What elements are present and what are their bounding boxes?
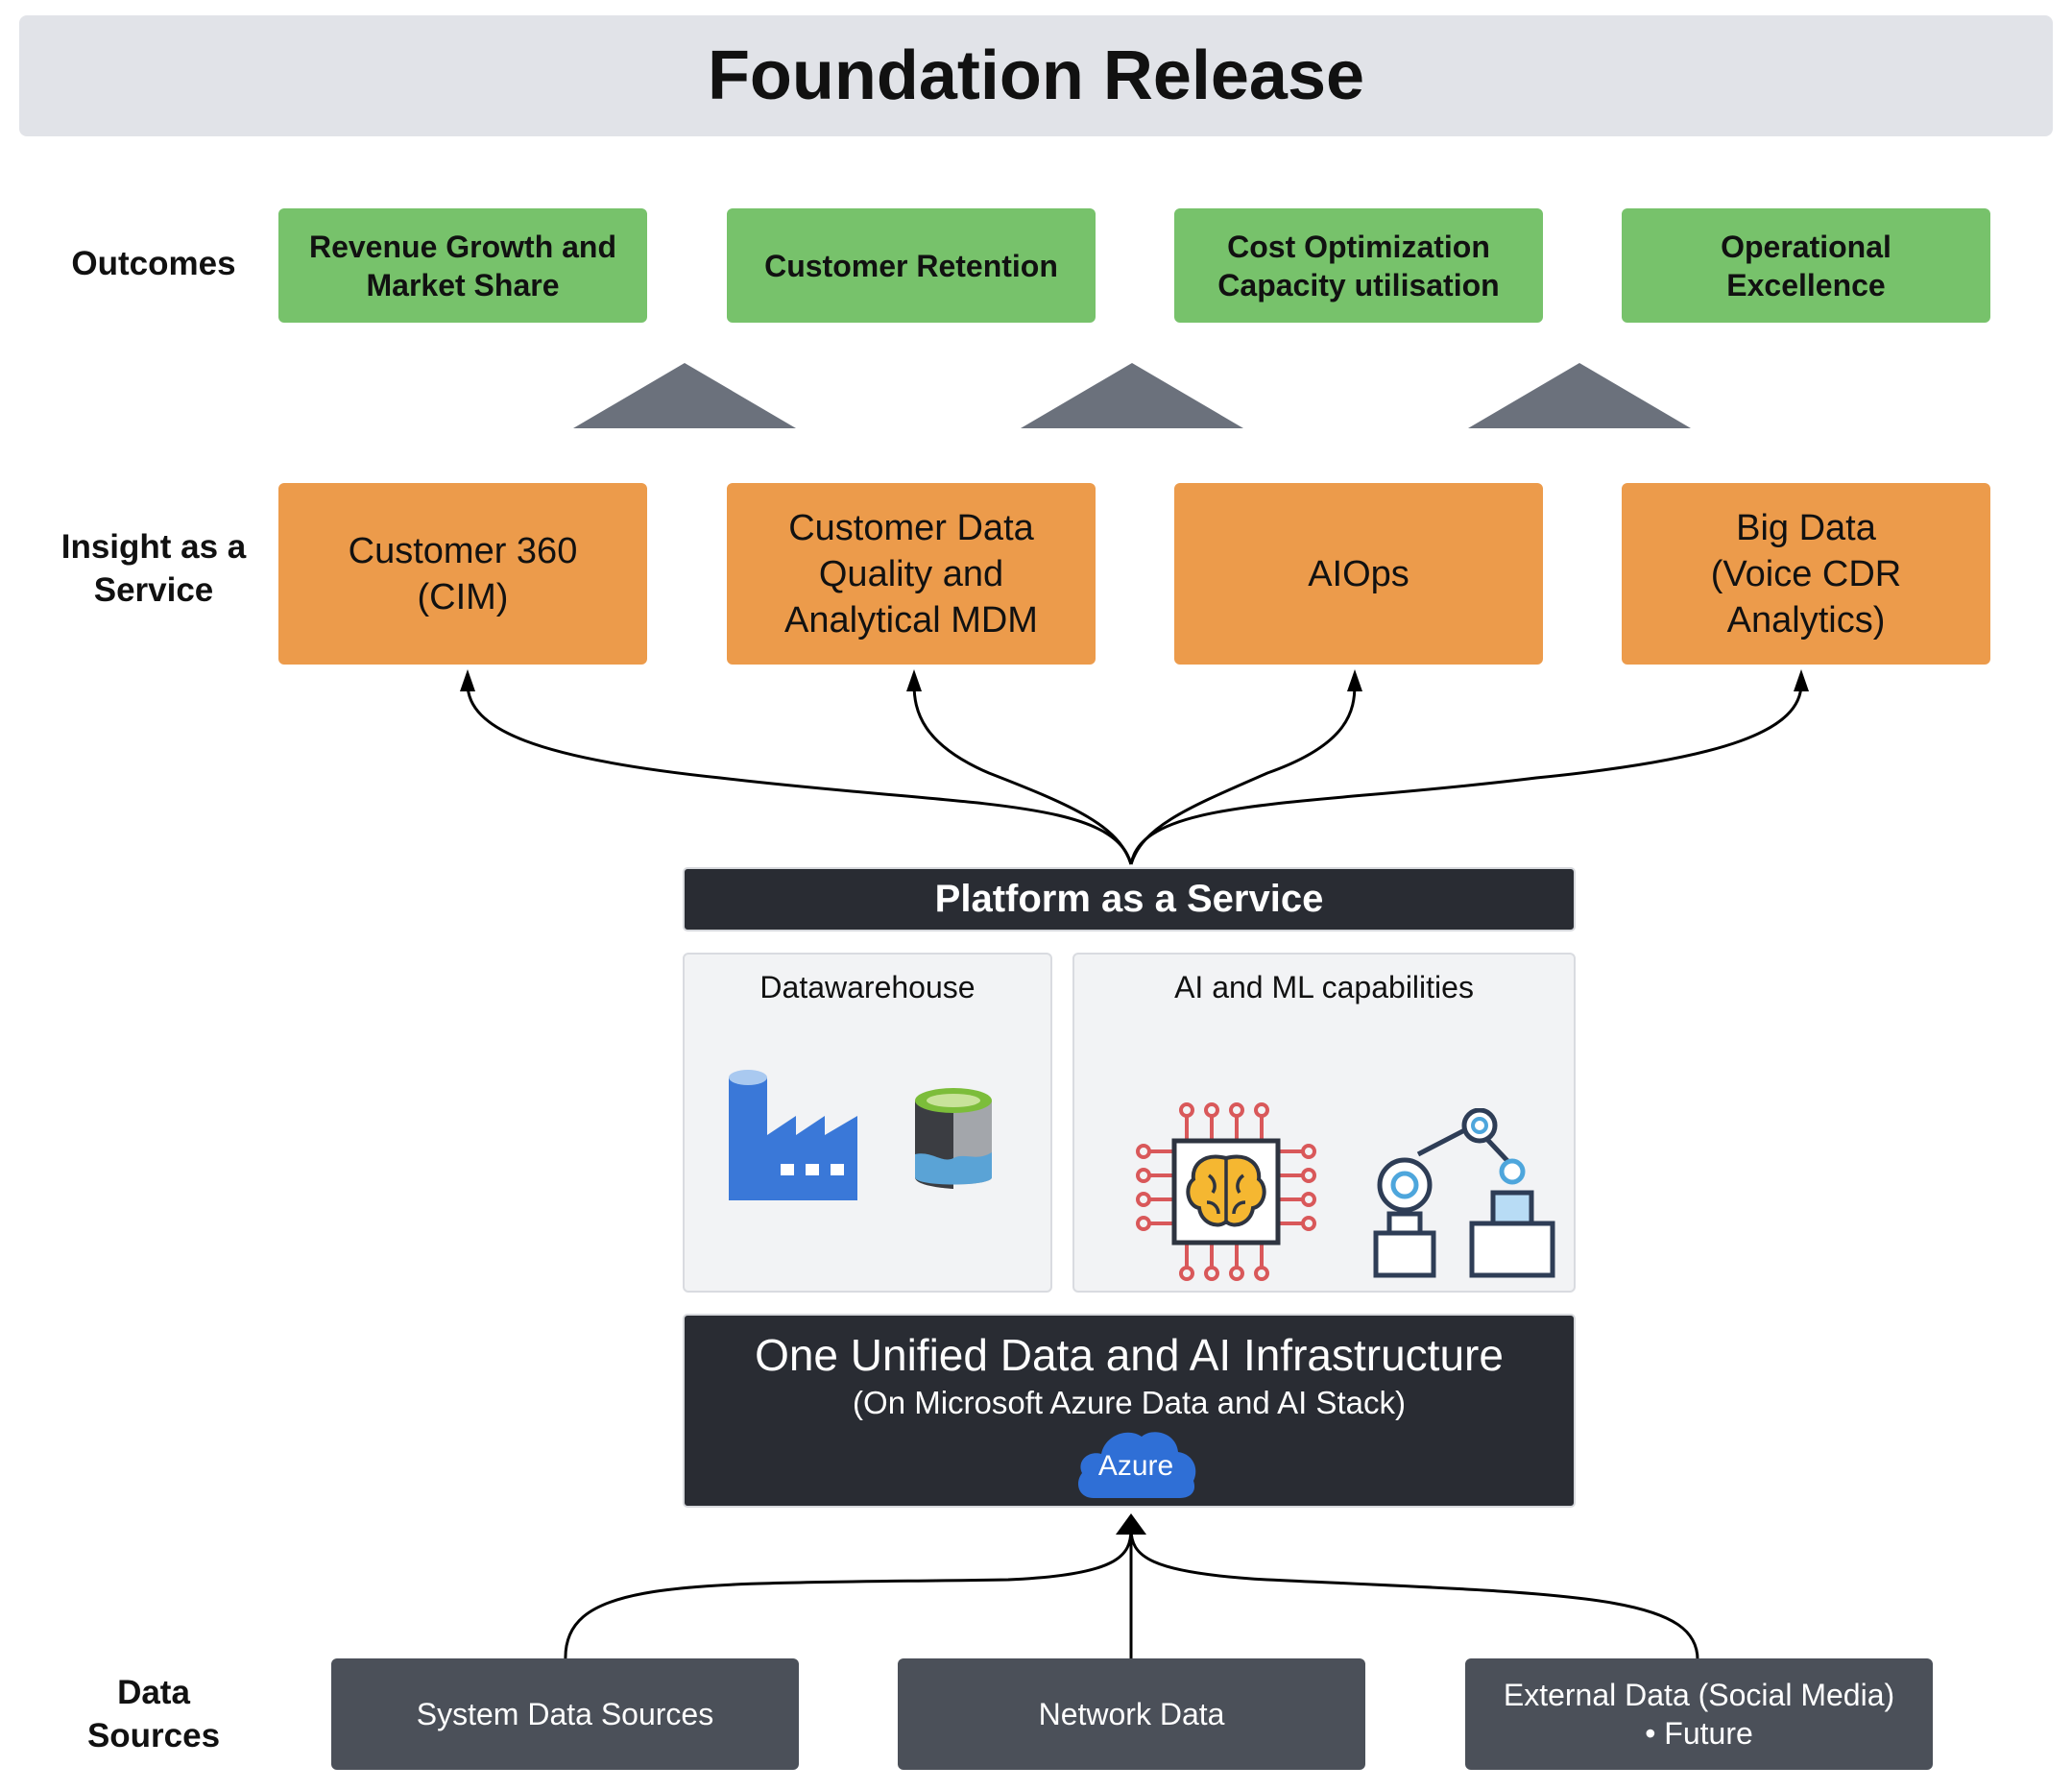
outcome-cost-optimization: Cost Optimization Capacity utilisation xyxy=(1174,208,1543,323)
insight-customer-data-quality: Customer Data Quality and Analytical MDM xyxy=(727,483,1096,665)
outcome-operational-excellence: Operational Excellence xyxy=(1622,208,1990,323)
datawarehouse-panel: Datawarehouse xyxy=(683,953,1052,1293)
arrowheads xyxy=(460,669,1809,1535)
source-external-data: External Data (Social Media) • Future xyxy=(1465,1658,1933,1770)
infrastructure-box: One Unified Data and AI Infrastructure (… xyxy=(683,1314,1576,1508)
ai-ml-title: AI and ML capabilities xyxy=(1174,970,1474,1004)
insight-aiops: AIOps xyxy=(1174,483,1543,665)
insight-label: Insight as a Service xyxy=(60,528,247,609)
up-triangle-3 xyxy=(1468,363,1691,428)
up-triangle-2 xyxy=(1021,363,1243,428)
page-title: Foundation Release xyxy=(19,15,2053,136)
ai-brain-chip-icon xyxy=(1136,1102,1316,1281)
insight-customer-360: Customer 360 (CIM) xyxy=(278,483,647,665)
data-sources-label: Data Sources xyxy=(86,1674,221,1754)
datawarehouse-title: Datawarehouse xyxy=(759,970,976,1004)
platform-title: Platform as a Service xyxy=(683,867,1576,931)
azure-cloud-icon xyxy=(1078,1432,1196,1498)
infrastructure-subtitle: (On Microsoft Azure Data and AI Stack) xyxy=(853,1385,1406,1420)
platform-to-insight-arrows xyxy=(466,683,1803,1662)
data-lake-icon xyxy=(915,1088,992,1189)
data-factory-icon xyxy=(729,1070,857,1200)
outcomes-label: Outcomes xyxy=(71,245,236,282)
robot-arm-icon xyxy=(1373,1108,1555,1278)
infrastructure-title: One Unified Data and AI Infrastructure xyxy=(755,1330,1504,1380)
source-network-data: Network Data xyxy=(898,1658,1365,1770)
up-triangle-1 xyxy=(573,363,796,428)
azure-cloud-label: Azure xyxy=(1097,1450,1174,1482)
outcome-customer-retention: Customer Retention xyxy=(727,208,1096,323)
ai-ml-panel: AI and ML capabilities xyxy=(1072,953,1576,1293)
insight-big-data: Big Data (Voice CDR Analytics) xyxy=(1622,483,1990,665)
source-system-data: System Data Sources xyxy=(331,1658,799,1770)
outcome-revenue-growth: Revenue Growth and Market Share xyxy=(278,208,647,323)
